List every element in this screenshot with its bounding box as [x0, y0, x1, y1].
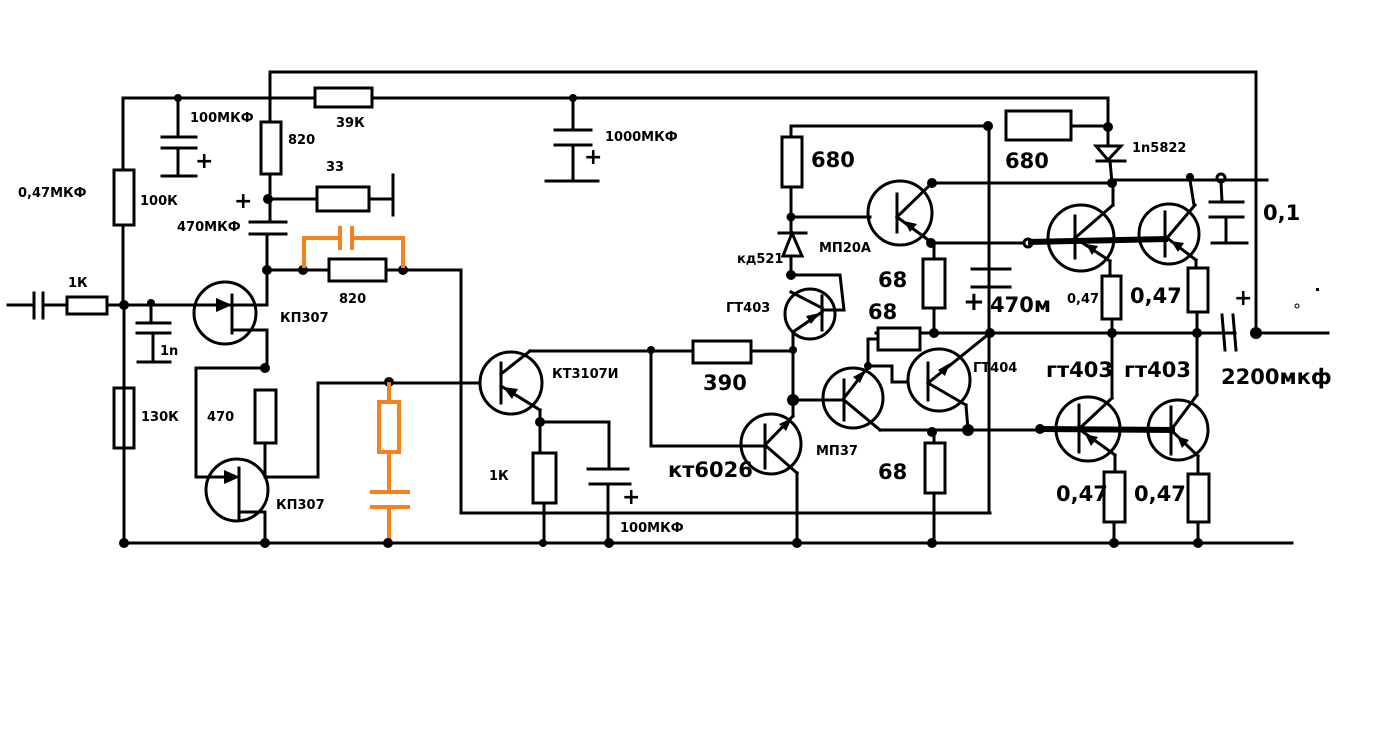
transistor-kp307-bottom	[204, 457, 320, 523]
resistor-820-top	[259, 120, 283, 176]
label-r-68-c: 68	[878, 460, 907, 484]
capacitor-1000u	[544, 94, 600, 183]
plus-sign: +	[584, 145, 602, 170]
label-r-1k-emitter: 1К	[489, 469, 509, 484]
label-d-kd521: кд521	[737, 252, 783, 267]
resistor-047-b	[1186, 266, 1210, 314]
label-c-100u-bottom: 100МКФ	[620, 521, 684, 536]
transistor-output-lower-2	[1146, 392, 1210, 462]
transistor-mp20a	[866, 179, 934, 247]
plus-sign: +	[234, 189, 252, 214]
resistor-047-d	[1186, 472, 1211, 524]
label-q-mp20a: МП20А	[819, 241, 871, 256]
label-q-mp37: МП37	[816, 444, 858, 459]
resistor-39k	[313, 86, 374, 109]
label-r-in: 1К	[68, 276, 88, 291]
resistor-047-a	[1100, 274, 1123, 321]
label-c-in: 0,47МКФ	[18, 186, 87, 201]
capacitor-0-1	[1208, 180, 1249, 245]
label-d-1n5822: 1n5822	[1132, 141, 1186, 156]
label-c-100u-top: 100МКФ	[190, 111, 254, 126]
label-c-470m: 470м	[990, 293, 1051, 317]
label-q-gt403-driver: ГТ403	[726, 301, 770, 316]
label-r-390: 390	[703, 371, 747, 395]
label-c-0-1: 0,1	[1263, 201, 1300, 225]
label-r-047-b: 0,47	[1130, 284, 1182, 308]
capacitor-1n	[135, 301, 172, 364]
feedback-capacitor-orange	[302, 226, 405, 268]
resistor-68-a	[921, 257, 947, 310]
resistor-100k	[112, 168, 136, 227]
transistor-kt3107	[478, 348, 544, 416]
label-r-39k: 39К	[336, 116, 365, 131]
resistor-390	[691, 339, 753, 365]
transistor-output-lower-1	[1054, 395, 1122, 463]
label-r-470: 470	[207, 410, 234, 425]
label-q-gt404: ГТ404	[973, 361, 1017, 376]
label-q-gt403-out2: гт403	[1124, 358, 1191, 382]
plus-sign: +	[963, 287, 985, 317]
label-r-680-left: 680	[811, 148, 855, 172]
label-q-kt6026: кт6026	[668, 458, 753, 482]
transistor-mp37	[795, 364, 885, 433]
resistor-470	[253, 388, 278, 445]
transistor-kp307-top	[192, 268, 269, 346]
resistor-680-left	[780, 135, 804, 189]
transistor-gt403-driver	[783, 287, 837, 341]
label-c-1n: 1n	[160, 344, 178, 359]
transistor-gt404	[906, 330, 993, 432]
plus-sign: +	[1234, 286, 1252, 311]
label-r-820-feedback: 820	[339, 292, 366, 307]
label-q-kp307-bottom: КП307	[276, 498, 325, 513]
label-c-470u: 470МКФ	[177, 220, 241, 235]
label-r-68-a: 68	[878, 268, 907, 292]
capacitor-2200u	[1220, 313, 1238, 352]
label-q-kp307-top: КП307	[280, 311, 329, 326]
resistor-68-b	[876, 326, 922, 352]
label-r-047-c: 0,47	[1056, 482, 1108, 506]
label-c-1000u: 1000МКФ	[605, 130, 678, 145]
label-r-047-d: 0,47	[1134, 482, 1186, 506]
label-c-2200u: 2200мкф	[1221, 365, 1332, 389]
resistor-1k-emitter	[531, 451, 558, 505]
label-r-820-top: 820	[288, 133, 315, 148]
resistor-33	[315, 185, 371, 213]
label-q-gt403-out1: гт403	[1046, 358, 1113, 382]
label-r-33: 33	[326, 160, 344, 175]
resistor-68-c	[923, 441, 947, 495]
transistor-output-upper-2	[1137, 178, 1201, 266]
label-r-047-a: 0,47	[1067, 292, 1099, 307]
transistor-kt6026	[739, 412, 803, 476]
label-r-680-right: 680	[1005, 149, 1049, 173]
diode-1n5822	[1092, 126, 1127, 185]
label-r-68-b: 68	[868, 300, 897, 324]
label-q-kt3107: КТ3107И	[552, 367, 619, 382]
label-r-130k: 130К	[141, 410, 179, 425]
input-resistor	[65, 295, 109, 316]
input-section	[6, 291, 232, 320]
zobel-network-orange	[370, 382, 410, 541]
label-r-100k: 100К	[140, 194, 178, 209]
plus-sign: +	[622, 485, 640, 510]
transistor-output-upper-1	[1046, 181, 1116, 273]
plus-sign: +	[195, 149, 213, 174]
resistor-680-right	[1004, 109, 1073, 142]
capacitor-100u-top	[160, 94, 198, 178]
resistor-820-feedback	[327, 257, 388, 283]
